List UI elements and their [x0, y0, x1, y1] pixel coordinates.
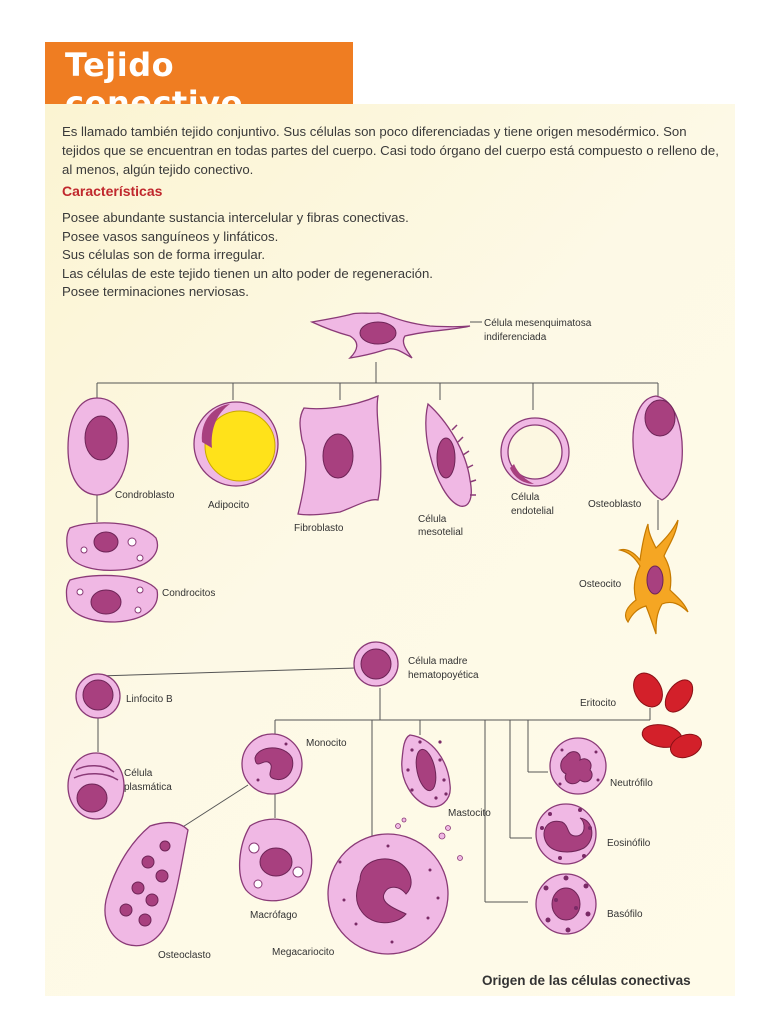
osteocito-cell	[617, 519, 689, 635]
label-eosinofilo: Eosinófilo	[607, 838, 651, 849]
label-mesotelial: Célula	[418, 514, 447, 525]
list-item: Posee abundante sustancia intercelular y…	[62, 210, 409, 225]
osteoblasto-cell	[632, 395, 683, 501]
osteoclasto-cell	[104, 821, 189, 947]
mesenchymal-cell	[309, 312, 471, 359]
label-madre-2: hematopoyética	[408, 670, 479, 681]
endotelial-cell	[500, 417, 570, 487]
label-megacariocito: Megacariocito	[272, 947, 335, 958]
mastocito-cell	[401, 734, 451, 808]
label-condrocitos: Condrocitos	[162, 588, 215, 599]
basofilo-cell	[535, 873, 597, 935]
label-adipocito: Adipocito	[208, 500, 250, 511]
diagram-caption: Origen de las células conectivas	[482, 973, 691, 988]
label-linfocito: Linfocito B	[126, 694, 173, 705]
label-eritocito: Eritocito	[580, 698, 617, 709]
label-endotelial-2: endotelial	[511, 506, 554, 517]
intro-paragraph: Es llamado también tejido conjuntivo. Su…	[62, 124, 719, 177]
fibroblasto-cell	[297, 394, 382, 516]
label-osteocito: Osteocito	[579, 579, 622, 590]
mesenchymal-tree-lines	[96, 321, 659, 530]
label-mesenquimatosa-2: indiferenciada	[484, 332, 547, 343]
label-macrofago: Macrófago	[250, 910, 298, 921]
list-item: Posee vasos sanguíneos y linfáticos.	[62, 228, 279, 244]
title-banner: Tejido conectivo	[45, 42, 353, 122]
condrocitos-cells	[65, 522, 159, 623]
characteristics-heading: Características	[62, 183, 163, 199]
linfocito-b-cell	[75, 673, 121, 719]
monocito-cell	[241, 733, 303, 795]
neutrofilo-cell	[549, 737, 607, 795]
label-fibroblasto: Fibroblasto	[294, 523, 344, 534]
eritocito-cells	[633, 672, 702, 759]
macrofago-cell	[238, 818, 313, 902]
label-monocito: Monocito	[306, 738, 347, 749]
label-mastocito: Mastocito	[448, 808, 491, 819]
mesotelial-cell	[425, 402, 477, 507]
label-plasmatica: Célula	[124, 768, 153, 779]
list-item: Posee terminaciones nerviosas.	[62, 284, 249, 299]
label-madre: Célula madre	[408, 656, 468, 667]
label-osteoblasto: Osteoblasto	[588, 499, 642, 510]
label-mesotelial-2: mesotelial	[418, 527, 463, 538]
label-neutrofilo: Neutrófilo	[610, 778, 653, 789]
label-mesenquimatosa: Célula mesenquimatosa	[484, 318, 592, 329]
label-osteoclasto: Osteoclasto	[158, 950, 211, 961]
megacariocito-cell	[327, 817, 463, 955]
diagram-labels: Célula mesenquimatosa indiferenciada Con…	[115, 318, 691, 988]
condroblasto-cell	[67, 397, 129, 496]
label-endotelial: Célula	[511, 492, 540, 503]
list-item: Sus células son de forma irregular.	[62, 247, 266, 262]
label-plasmatica-2: plasmática	[124, 782, 172, 793]
label-condroblasto: Condroblasto	[115, 490, 175, 501]
label-basofilo: Basófilo	[607, 909, 643, 920]
characteristics-list: Posee abundante sustancia intercelular y…	[62, 209, 433, 302]
hematopoietic-stem-cell	[353, 641, 399, 687]
adipocito-cell	[193, 401, 279, 487]
list-item: Las células de este tejido tienen un alt…	[62, 265, 433, 281]
eosinofilo-cell	[535, 803, 597, 865]
plasmatica-cell	[67, 752, 125, 820]
